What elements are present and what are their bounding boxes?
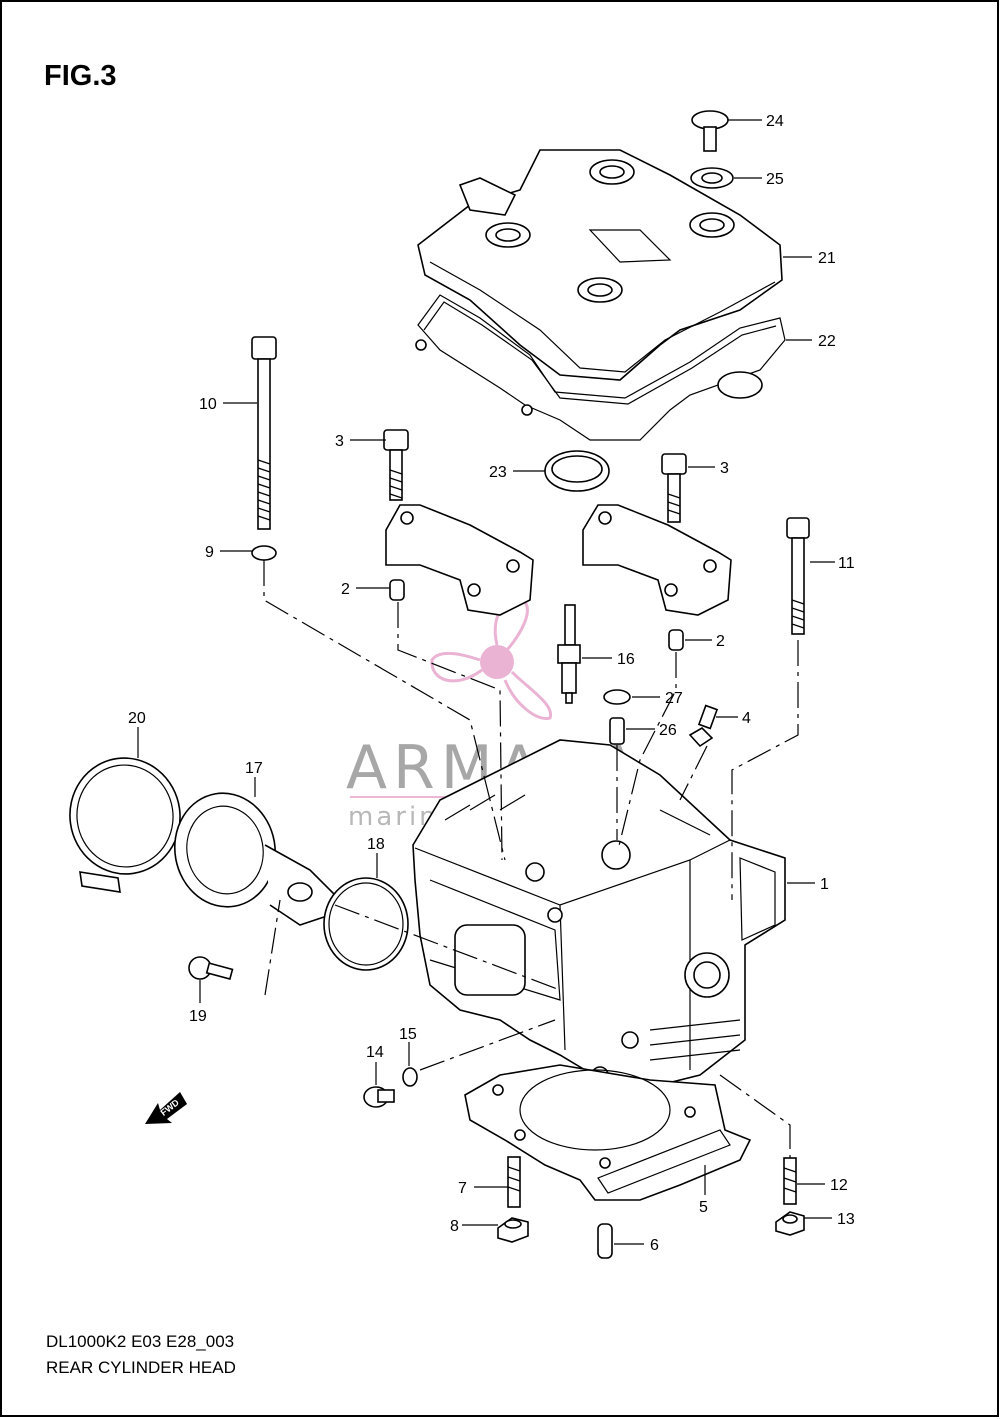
- washer-part-27: [603, 689, 631, 705]
- callout-2b: 2: [716, 633, 725, 650]
- callout-labels: 24 25 21 22 10 3 3 23 9 11 2 2 16 27 4 2…: [128, 113, 855, 1254]
- nut-part-13: [775, 1211, 805, 1236]
- callout-5: 5: [699, 1199, 708, 1216]
- o-ring-part-18: [323, 877, 409, 971]
- figure-title: FIG.3: [44, 60, 117, 92]
- callout-2a: 2: [341, 581, 350, 598]
- dowel-pin-part-6: [597, 1223, 613, 1259]
- nut-part-8: [497, 1217, 529, 1243]
- callout-23: 23: [489, 464, 507, 481]
- dowel-pin-part-2-right: [668, 629, 684, 651]
- spark-plug-part-16: [557, 604, 581, 704]
- callout-15: 15: [399, 1026, 417, 1043]
- cover-bolt-part-24: [691, 110, 729, 152]
- gasket-part-15: [402, 1067, 418, 1087]
- callout-20: 20: [128, 710, 146, 727]
- cylinder-head-part-1: [412, 739, 786, 1106]
- plug-seal-part-23-inner: [551, 455, 603, 483]
- long-bolt-part-10: [251, 336, 277, 530]
- figure-code: DL1000K2 E03 E28_003: [46, 1332, 235, 1351]
- bolt-part-3-left: [383, 429, 409, 501]
- screw-part-19: [188, 956, 234, 981]
- camshaft-holder-right: [582, 504, 732, 616]
- callout-3b: 3: [720, 460, 729, 477]
- callout-11: 11: [838, 555, 855, 572]
- assembly-dash-lines: [263, 560, 799, 1158]
- o-ring-part-18-inner: [328, 882, 404, 966]
- washer-part-9: [251, 545, 277, 561]
- callout-13: 13: [837, 1211, 855, 1228]
- clamp-part-20: [69, 757, 181, 893]
- cover-gasket-part-22: [415, 294, 786, 441]
- long-bolt-part-11: [786, 517, 810, 635]
- callout-6: 6: [650, 1237, 659, 1254]
- stud-bolt-part-7: [507, 1156, 521, 1208]
- forward-arrow-icon: FWD: [145, 1092, 187, 1124]
- callout-12: 12: [830, 1177, 848, 1194]
- callout-1: 1: [820, 876, 829, 893]
- callout-25: 25: [766, 171, 784, 188]
- callout-9: 9: [205, 544, 214, 561]
- callout-8: 8: [450, 1218, 459, 1235]
- callout-27: 27: [665, 690, 683, 707]
- callout-24: 24: [766, 113, 784, 130]
- callout-14: 14: [366, 1044, 384, 1061]
- callout-17: 17: [245, 760, 263, 777]
- watermark-propeller-logo: [430, 598, 553, 721]
- callout-3a: 3: [335, 433, 344, 450]
- callout-4: 4: [742, 710, 751, 727]
- plug-bolt-part-14: [363, 1086, 395, 1108]
- bolt-part-3-right: [661, 453, 687, 523]
- callout-10: 10: [199, 396, 217, 413]
- cylinder-head-cover-part-21: [417, 149, 783, 381]
- callout-18: 18: [367, 836, 385, 853]
- union-part-4: [688, 704, 719, 748]
- pipe-part-26: [609, 717, 625, 745]
- stud-bolt-part-12: [783, 1157, 797, 1205]
- callout-16: 16: [617, 651, 635, 668]
- camshaft-holder-left: [385, 504, 534, 616]
- leader-lines: [137, 119, 835, 1245]
- callout-21: 21: [818, 250, 836, 267]
- callout-7: 7: [458, 1180, 467, 1197]
- washer-part-25-hole: [701, 172, 723, 184]
- dowel-pin-part-2-left: [389, 579, 405, 601]
- intake-pipe-part-17: [173, 792, 336, 926]
- callout-22: 22: [818, 333, 836, 350]
- callout-19: 19: [189, 1008, 207, 1025]
- cylinder-gasket-part-5: [464, 1064, 752, 1201]
- figure-name: REAR CYLINDER HEAD: [46, 1358, 236, 1377]
- callout-26: 26: [659, 722, 677, 739]
